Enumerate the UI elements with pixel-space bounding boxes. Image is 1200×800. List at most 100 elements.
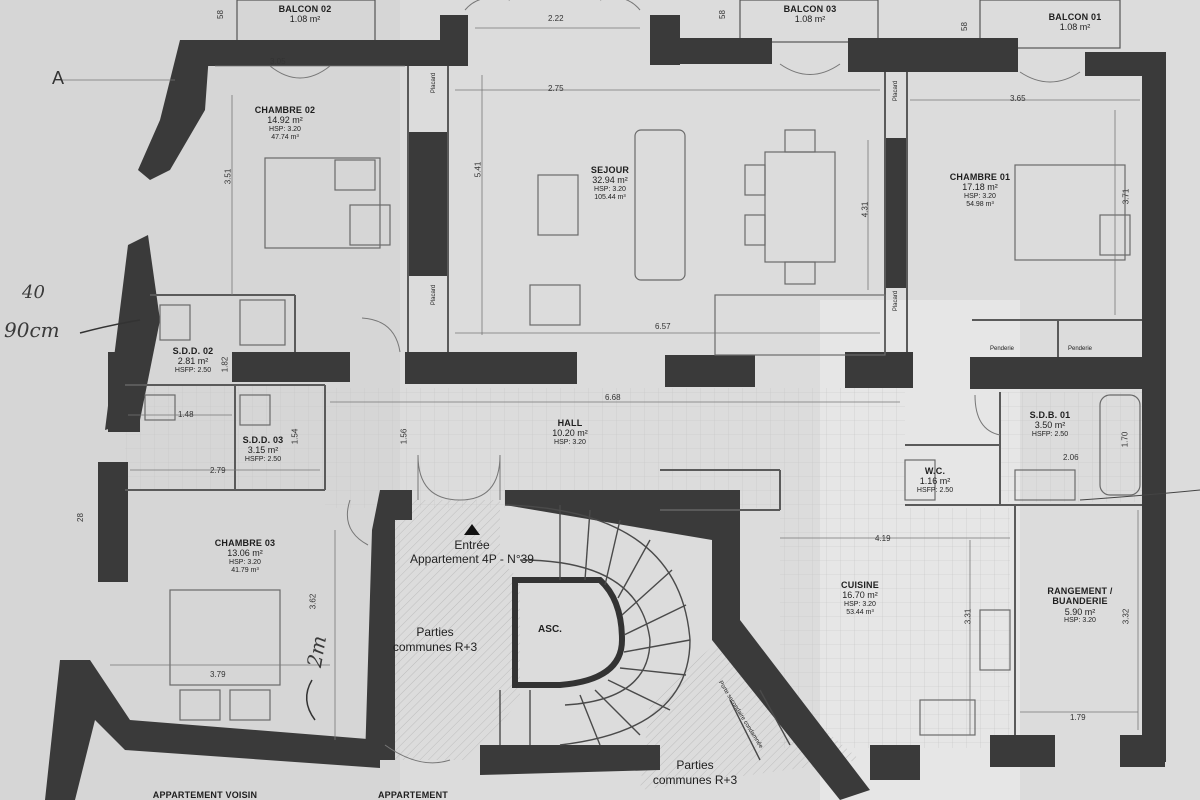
room-area: 3.15 m²: [247, 445, 279, 456]
room-hsp: HSP: 3.20: [229, 558, 261, 566]
balcony-01: [979, 0, 1121, 49]
room-chambre-01: CHAMBRE 01 17.18 m² HSP: 3.20 54.98 m³: [920, 172, 1040, 209]
entrance-label: Entrée Appartement 4P - N°39: [372, 524, 572, 567]
room-hall: HALL 10.20 m² HSP: 3.20: [530, 418, 610, 447]
room-area: 2.81 m²: [177, 356, 209, 367]
hall-floor: [325, 388, 905, 508]
room-name: S.D.D. 02: [172, 346, 214, 356]
dimension-2-79: 2.79: [210, 466, 226, 475]
dimension-1-48: 1.48: [178, 410, 194, 419]
room-chambre-02: CHAMBRE 02 14.92 m² HSP: 3.20 47.74 m³: [220, 105, 350, 142]
room-name: S.D.D. 03: [242, 435, 284, 445]
room-area: 5.90 m²: [1064, 606, 1096, 617]
dimension-1-79: 1.79: [1070, 713, 1086, 722]
elevator-label: ASC.: [538, 624, 562, 635]
dimension-58-c: 58: [959, 22, 969, 31]
common-parts-label-1: Parties communes R+3: [385, 625, 485, 655]
room-name: CHAMBRE 02: [254, 105, 316, 115]
dimension-3-65: 3.65: [1010, 94, 1026, 103]
entrance-line-1: Entrée: [454, 538, 490, 552]
room-hsp: HSP: 3.20: [1064, 617, 1096, 625]
room-hsp: HSFP: 2.50: [244, 455, 282, 463]
common-line-2: communes R+3: [392, 640, 478, 654]
room-area: 32.94 m²: [592, 175, 628, 186]
room-name: S.D.B. 01: [1029, 410, 1071, 420]
room-area: 13.06 m²: [227, 548, 263, 559]
room-name: BALCON 01: [1048, 12, 1102, 22]
common-line-2: communes R+3: [652, 773, 738, 787]
room-sejour: SEJOUR 32.94 m² HSP: 3.20 105.44 m³: [555, 165, 665, 202]
dimension-1-54: 1.54: [290, 428, 300, 445]
dimension-3-32: 3.32: [1121, 608, 1131, 625]
room-volume: 53.44 m³: [846, 608, 874, 616]
room-area: 1.16 m²: [919, 476, 951, 487]
room-hsp: HSP: 3.20: [594, 185, 626, 193]
dimension-3-31: 3.31: [963, 608, 973, 625]
room-name: HALL: [557, 418, 583, 428]
room-name-line-2: BUANDERIE: [1052, 596, 1108, 607]
room-area: 14.92 m²: [267, 115, 303, 126]
room-hsp: HSP: 3.20: [964, 192, 996, 200]
room-balcon-02: BALCON 02 1.08 m²: [250, 4, 360, 25]
sdb-floor: [1000, 392, 1145, 502]
room-volume: 54.98 m³: [966, 200, 994, 208]
room-sdd-02: S.D.D. 02 2.81 m² HSFP: 2.50: [158, 346, 228, 375]
room-hsp: HSP: 3.20: [554, 438, 586, 446]
room-sdd-03: S.D.D. 03 3.15 m² HSFP: 2.50: [228, 435, 298, 464]
dimension-6-68: 6.68: [605, 393, 621, 402]
room-hsp: HSFP: 2.50: [174, 366, 212, 374]
pen-line: [1079, 489, 1200, 501]
dimension-2-75: 2.75: [548, 84, 564, 93]
common-line-1: Parties: [676, 758, 714, 772]
placard-label-2: Placard: [431, 284, 438, 306]
dimension-3-79: 3.79: [210, 670, 226, 679]
room-balcon-01: BALCON 01 1.08 m²: [1030, 12, 1120, 33]
dimension-2-06: 2.06: [1063, 453, 1079, 462]
room-area: 1.08 m²: [1059, 22, 1091, 33]
room-name: SEJOUR: [590, 165, 630, 175]
room-area: 1.08 m²: [289, 14, 321, 25]
dimension-58-a: 58: [215, 10, 225, 19]
dimension-3-71: 3.71: [1121, 188, 1131, 205]
dimension-5-41: 5.41: [473, 161, 483, 178]
furniture: [144, 129, 1141, 736]
staircase: [499, 504, 791, 761]
room-hsp: HSFP: 2.50: [916, 486, 954, 494]
apartment-text: APPARTEMENT: [377, 790, 449, 800]
room-name: CUISINE: [841, 580, 879, 590]
room-volume: 41.79 m³: [231, 566, 259, 574]
dimension-6-57: 6.57: [655, 322, 671, 331]
room-hsp: HSP: 3.20: [844, 600, 876, 608]
placard-label-1: Placard: [431, 72, 438, 94]
balcony-03: [739, 0, 879, 43]
dimension-1-56: 1.56: [399, 428, 409, 445]
room-hsp: HSFP: 2.50: [1031, 430, 1069, 438]
room-rangement-buanderie: RANGEMENT / BUANDERIE 5.90 m² HSP: 3.20: [1030, 586, 1130, 625]
room-chambre-03: CHAMBRE 03 13.06 m² HSP: 3.20 41.79 m³: [185, 538, 305, 575]
room-name: CHAMBRE 01: [949, 172, 1011, 182]
dimension-3-51: 3.51: [223, 168, 233, 185]
room-name: BALCON 02: [278, 4, 332, 14]
door-swings: [269, 0, 1081, 764]
sdd-floor: [125, 385, 325, 490]
room-area: 10.20 m²: [552, 428, 588, 439]
dimension-4-19: 4.19: [875, 534, 891, 543]
dimension-58-b: 58: [717, 10, 727, 19]
room-area: 17.18 m²: [962, 182, 998, 193]
room-cuisine: CUISINE 16.70 m² HSP: 3.20 53.44 m³: [825, 580, 895, 617]
handwritten-note-90cm: 90cm: [4, 318, 60, 342]
common-line-1: Parties: [416, 625, 454, 639]
neighbor-apartment-text: APPARTEMENT VOISIN: [152, 790, 258, 800]
dimension-28: 28: [75, 513, 85, 522]
room-hsp: HSP: 3.20: [269, 125, 301, 133]
entrance-line-2: Appartement 4P - N°39: [410, 552, 534, 567]
handwritten-bracket: [306, 679, 316, 721]
dimension-3-62: 3.62: [308, 593, 318, 610]
room-area: 3.50 m²: [1034, 420, 1066, 431]
handwritten-arrow: [79, 319, 141, 334]
neighbor-apartment-label: APPARTEMENT VOISIN: [130, 790, 280, 800]
room-balcon-03: BALCON 03 1.08 m²: [755, 4, 865, 25]
penderie-label-1: Penderie: [990, 346, 1015, 352]
dimension-1-82: 1.82: [220, 356, 230, 373]
